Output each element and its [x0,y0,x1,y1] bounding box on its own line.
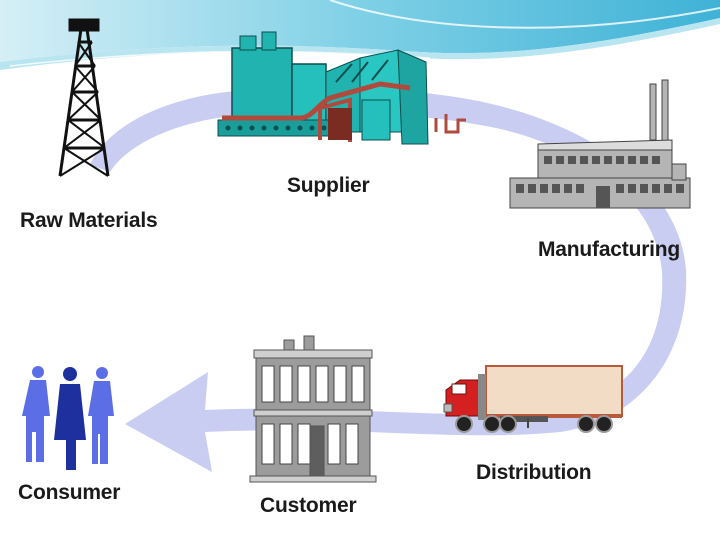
label-customer: Customer [260,494,356,518]
label-distribution: Distribution [476,461,591,485]
label-manufacturing: Manufacturing [538,238,680,262]
label-supplier: Supplier [287,174,369,198]
store-building-icon [250,336,376,482]
label-consumer: Consumer [18,481,120,505]
factory-icon [510,80,690,208]
label-raw-materials: Raw Materials [20,209,157,233]
people-icon [22,366,114,470]
